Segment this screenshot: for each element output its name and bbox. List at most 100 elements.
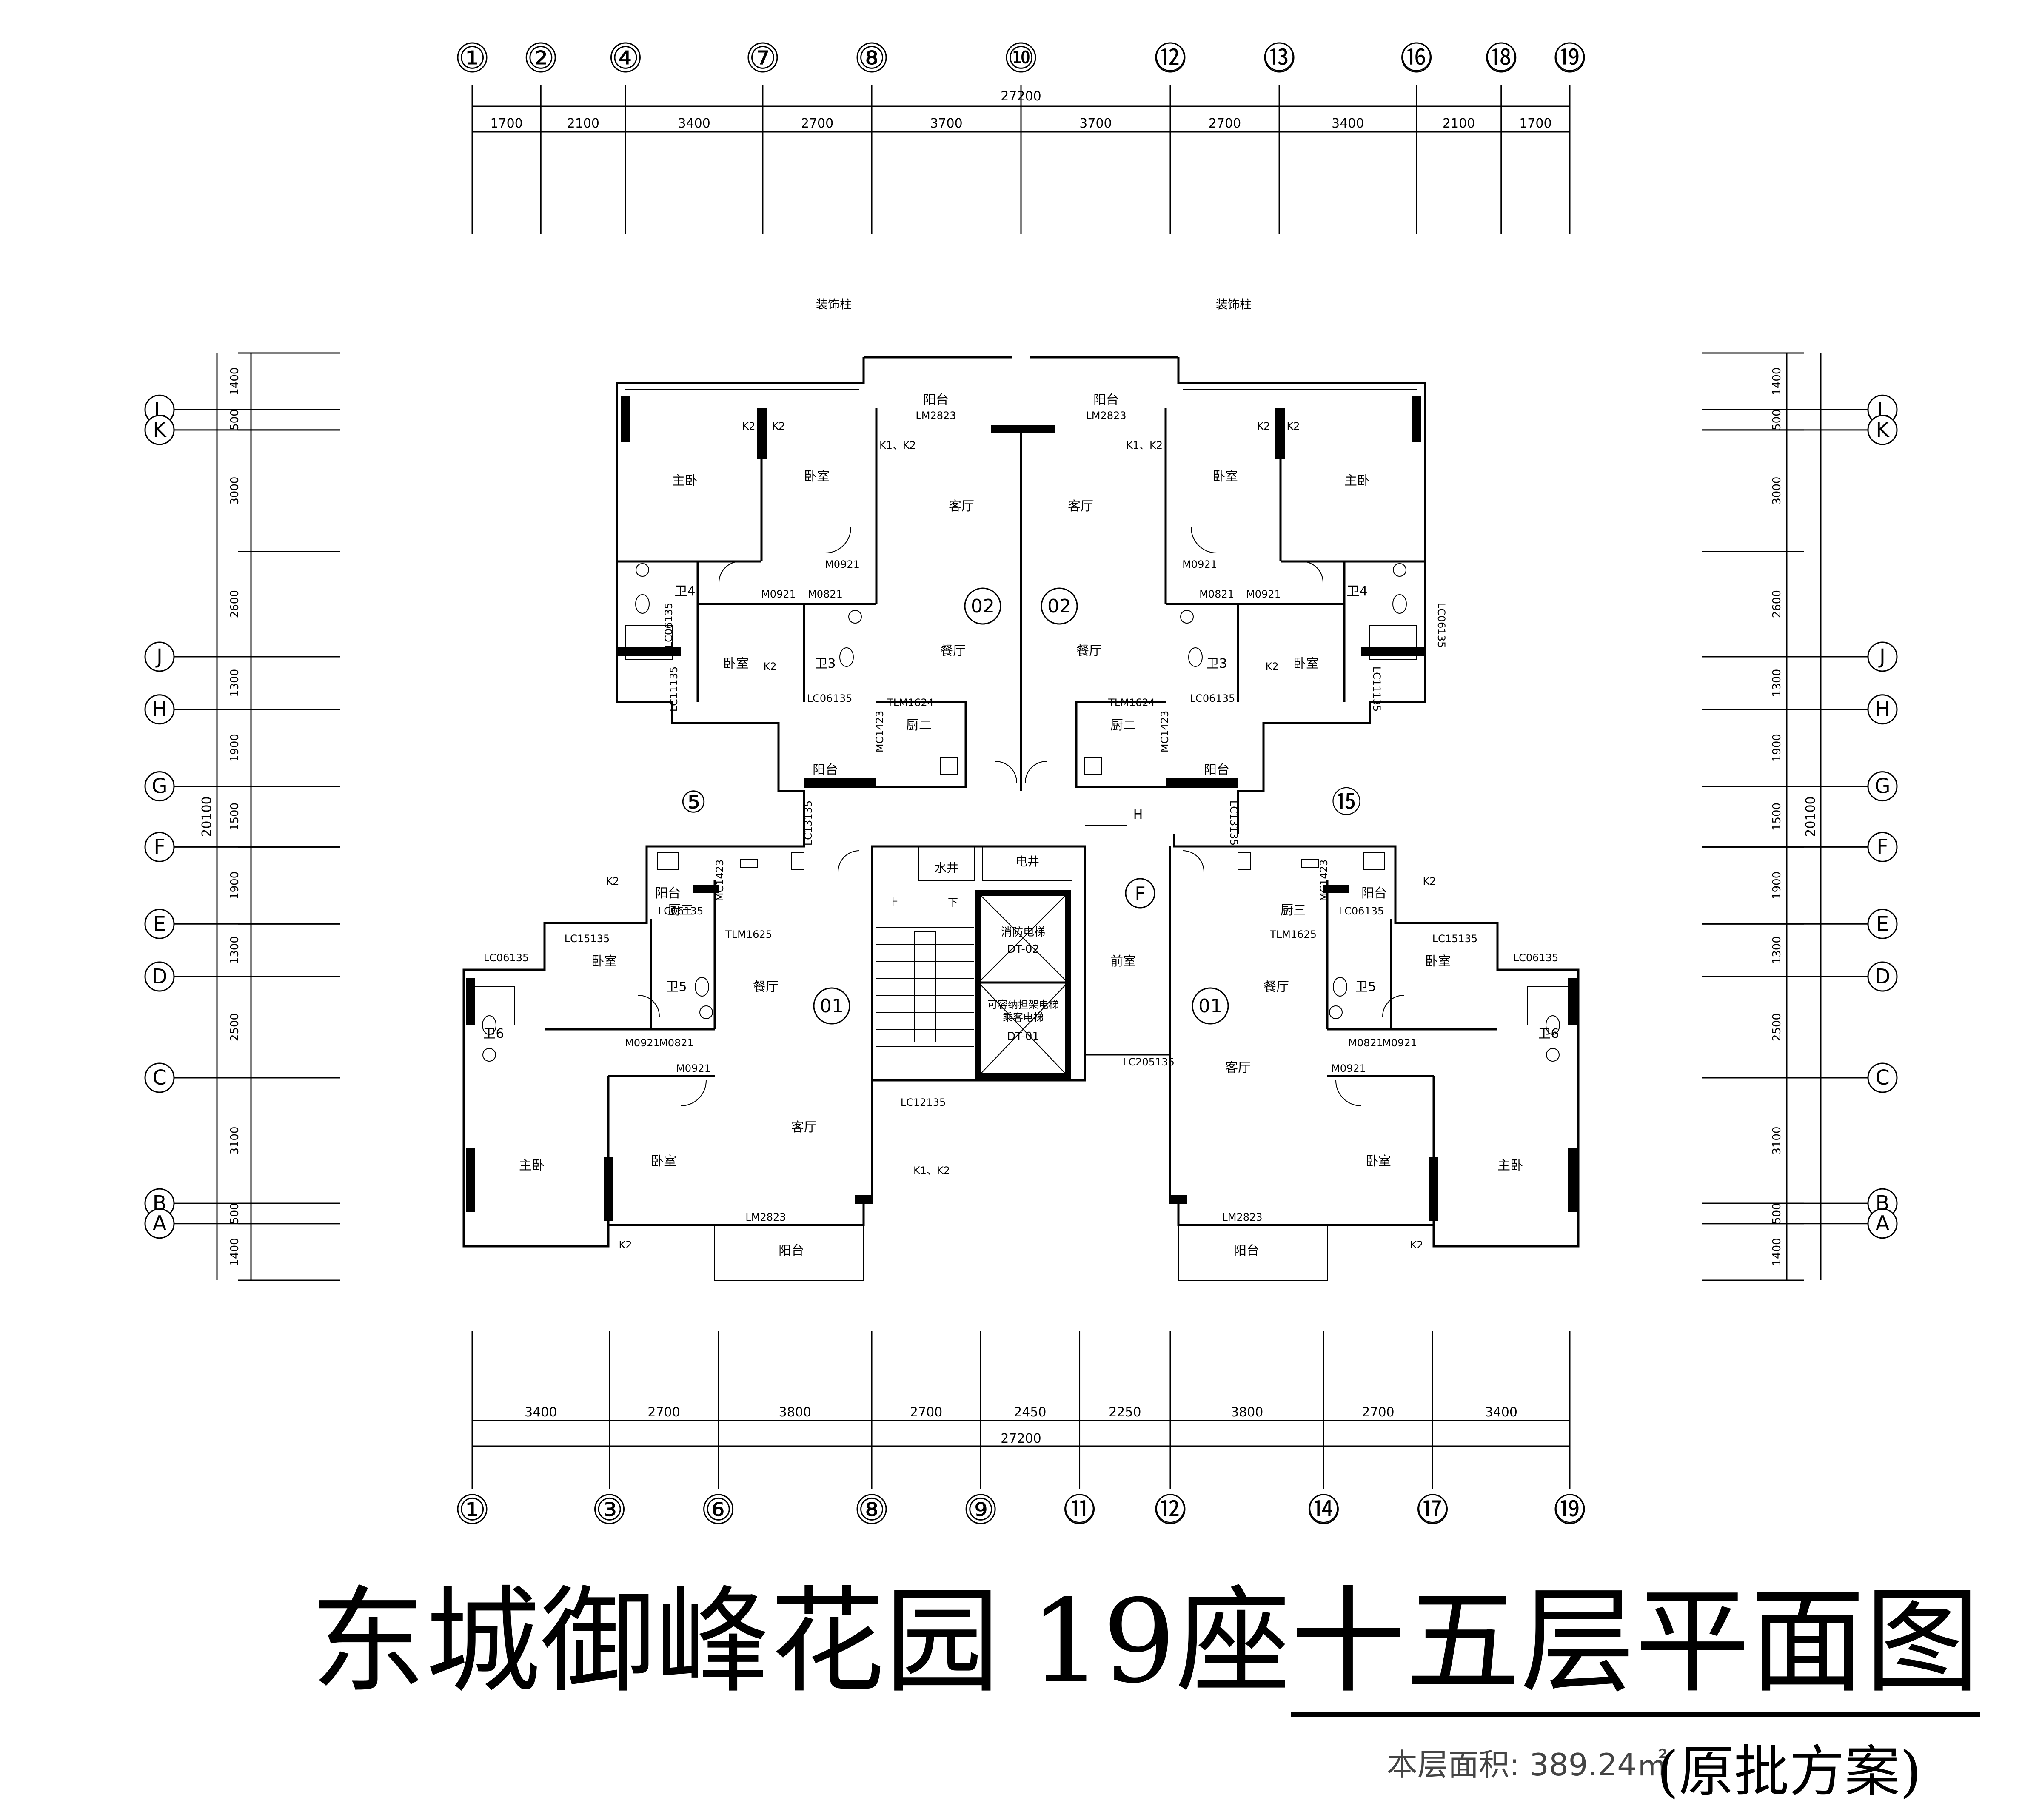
stair-core	[871, 845, 1086, 1082]
left-axis-bubble	[144, 832, 175, 862]
left-axis-label: H	[152, 698, 167, 721]
code-k2-ur-2: K2	[1286, 420, 1300, 432]
top-axis-bubble	[856, 42, 887, 73]
top-axis-bubble	[1554, 42, 1585, 73]
code-k1k2-ll: K1、K2	[913, 1165, 950, 1176]
left-total-dim: 20100	[200, 796, 214, 837]
code-mc1423-ul: MC1423	[874, 711, 886, 753]
code-k2-lr-1: K2	[1423, 875, 1436, 887]
code-k2-ul-2: K2	[772, 420, 785, 432]
left-dim-label: 3100	[228, 1126, 241, 1154]
code-lc15135-lr: LC15135	[1432, 933, 1477, 945]
left-dim-label: 1400	[228, 1238, 241, 1266]
ll-bath5-label: 卫5	[666, 980, 687, 994]
code-lc06135-ul-side: LC06135	[663, 603, 675, 648]
axis-F-bubble	[1125, 878, 1155, 909]
code-k2-ul-1: K2	[742, 420, 755, 432]
right-axis-bubble	[1867, 771, 1898, 802]
ur-balcony-label: 阳台	[1093, 393, 1119, 407]
left-dim-label: 500	[228, 409, 241, 430]
unit-02-right-label: 02	[1047, 595, 1071, 617]
stair-down-label: 下	[948, 897, 958, 909]
right-dim-label: 2500	[1771, 1013, 1783, 1041]
right-dim-label: 3000	[1771, 477, 1783, 505]
left-dim-label: 1300	[228, 669, 241, 697]
bottom-axis-label: ⑨	[967, 1492, 995, 1527]
right-axis-bubble	[1867, 909, 1898, 939]
section-H-label: H	[1133, 807, 1143, 822]
right-axis-label: D	[1875, 965, 1891, 988]
ul-bedroom-label: 卧室	[804, 469, 830, 484]
left-axis-label: E	[153, 912, 166, 936]
bottom-dim-label: 3400	[525, 1405, 557, 1420]
lr-balcony-small-label: 阳台	[1361, 886, 1387, 901]
component-codes: LM2823 LM2823 LM2823 LM2823 K1、K2 K1、K2 …	[484, 410, 1558, 1251]
code-lm2823-ll: LM2823	[745, 1211, 786, 1223]
code-lm2823-ur: LM2823	[1086, 410, 1126, 422]
ll-kitchen3-label: 厨三	[668, 903, 693, 918]
ll-living-label: 客厅	[791, 1120, 817, 1135]
right-dim-label: 1300	[1771, 669, 1783, 697]
code-lm2823-ul: LM2823	[915, 410, 956, 422]
ur-bedroom-label: 卧室	[1212, 469, 1238, 484]
lr-bedroom2-label: 卧室	[1366, 1154, 1391, 1169]
door-swings	[638, 527, 1404, 1106]
room-labels: 主卧 卧室 客厅 餐厅 卧室 厨二 阳台 卫3 卫4 阳台 主卧 卧室 客厅 餐…	[483, 297, 1559, 1258]
bottom-dim-label: 2700	[647, 1405, 680, 1420]
top-axis-label: ⑯	[1401, 40, 1432, 76]
ul-balcony2-label: 阳台	[813, 763, 838, 778]
wall-outline-lower-left	[462, 834, 865, 1248]
code-m0921-ur-2: M0921	[1246, 588, 1281, 600]
wall-ur-kitchen	[1075, 701, 1238, 788]
left-dim-label: 500	[228, 1203, 241, 1224]
wall-outline-upper-left	[616, 357, 865, 834]
top-axis-label: ⑱	[1486, 40, 1517, 76]
bottom-axis-bubble	[1417, 1494, 1448, 1524]
top-axis-lines	[471, 85, 1571, 234]
bottom-axis-label: ⑰	[1417, 1492, 1448, 1527]
right-dim-label: 500	[1771, 409, 1783, 430]
right-axis-label: E	[1876, 912, 1889, 936]
code-m0821-ur: M0821	[1199, 588, 1234, 600]
ur-bath3-label: 卫3	[1206, 656, 1227, 671]
wall-ul-kitchen	[804, 701, 967, 788]
ul-bedroom2-label: 卧室	[723, 656, 749, 671]
water-shaft-box	[918, 846, 975, 881]
axis-5-marker: ⑤	[680, 785, 707, 820]
bottom-dim-label: 2700	[910, 1405, 942, 1420]
lr-bedroom-label: 卧室	[1425, 954, 1451, 969]
left-axis-label: K	[153, 418, 167, 442]
ll-bath6-label: 卫6	[483, 1026, 504, 1041]
top-dim-label: 2100	[1443, 116, 1475, 131]
lr-bath5-label: 卫5	[1355, 980, 1376, 994]
code-k1k2-ul: K1、K2	[879, 439, 916, 451]
left-axis-label: G	[151, 775, 167, 798]
wall-outline-lower-right	[1173, 834, 1580, 1248]
unit-01-left-bubble	[813, 987, 850, 1025]
code-lc06135-ur-side: LC06135	[1435, 603, 1447, 648]
left-dim-label: 1900	[228, 872, 241, 900]
building-walls	[462, 356, 1580, 1281]
axis-15-marker: ⑮	[1332, 785, 1361, 820]
ll-bedroom2-label: 卧室	[651, 1154, 676, 1169]
code-mc1423-ll: MC1423	[714, 860, 726, 902]
code-lc12135: LC12135	[901, 1097, 946, 1108]
left-axis-bubble	[144, 909, 175, 939]
top-axis-label: ⑬	[1264, 40, 1295, 76]
lr-balcony-label: 阳台	[1234, 1243, 1259, 1258]
top-axis-bubble	[1006, 42, 1036, 73]
lr-living-label: 客厅	[1225, 1060, 1251, 1075]
stair-up-label: 上	[888, 897, 898, 909]
top-axis-bubble	[525, 42, 556, 73]
left-axis-bubble	[144, 415, 175, 445]
ll-balcony-label: 阳台	[779, 1243, 804, 1258]
ul-bath3-label: 卫3	[815, 656, 836, 671]
ul-bath4-label: 卫4	[674, 584, 695, 599]
lr-dining-label: 餐厅	[1263, 980, 1289, 994]
top-axis-label: ⑧	[858, 40, 886, 76]
ur-master-bed-label: 主卧	[1344, 473, 1370, 488]
code-lm2823-lr: LM2823	[1222, 1211, 1262, 1223]
